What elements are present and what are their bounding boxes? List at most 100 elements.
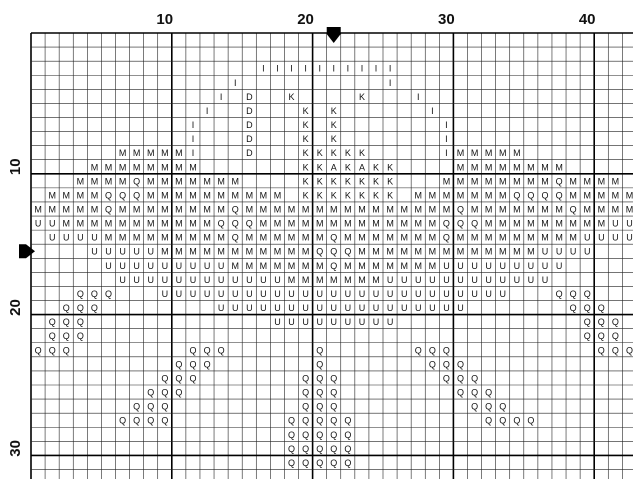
stitch-symbol: M (598, 205, 606, 215)
stitch-symbol: U (485, 289, 492, 299)
stitch-symbol: Q (471, 402, 478, 412)
stitch-symbol: U (331, 303, 338, 313)
stitch-symbol: M (386, 233, 394, 243)
stitch-symbol: Q (302, 430, 309, 440)
stitch-symbol: M (499, 190, 507, 200)
stitch-symbol: Q (246, 219, 253, 229)
column-label: 30 (438, 11, 455, 28)
stitch-symbol: Q (175, 359, 182, 369)
stitch-symbol: M (485, 233, 493, 243)
stitch-symbol: M (161, 247, 169, 257)
stitch-symbol: M (513, 205, 521, 215)
stitch-symbol: Q (316, 444, 323, 454)
stitch-symbol: U (274, 317, 281, 327)
stitch-symbol: I (445, 120, 448, 130)
stitch-symbol: M (246, 205, 254, 215)
stitch-symbol: M (203, 247, 211, 257)
stitch-symbol: Q (302, 373, 309, 383)
stitch-symbol: M (612, 176, 620, 186)
stitch-symbol: M (133, 233, 141, 243)
stitch-symbol: U (204, 261, 211, 271)
stitch-symbol: U (415, 303, 422, 313)
stitch-symbol: Q (330, 416, 337, 426)
stitch-symbol: U (77, 233, 84, 243)
stitch-symbol: M (260, 233, 268, 243)
stitch-symbol: U (316, 317, 323, 327)
stitch-symbol: M (48, 205, 56, 215)
stitch-symbol: I (445, 134, 448, 144)
stitch-symbol: I (192, 134, 195, 144)
stitch-symbol: M (203, 205, 211, 215)
stitch-symbol: M (288, 247, 296, 257)
stitch-symbol: U (218, 261, 225, 271)
stitch-symbol: M (415, 233, 423, 243)
stitch-symbol: M (231, 261, 239, 271)
stitch-symbol: U (246, 303, 253, 313)
stitch-symbol: M (34, 205, 42, 215)
stitch-symbol: Q (77, 303, 84, 313)
stitch-symbol: M (626, 190, 633, 200)
stitch-symbol: I (375, 64, 378, 74)
stitch-symbol: U (316, 303, 323, 313)
stitch-symbol: M (527, 162, 535, 172)
stitch-symbol: Q (133, 176, 140, 186)
stitch-symbol: U (331, 317, 338, 327)
stitch-symbol: I (206, 106, 209, 116)
stitch-symbol: I (262, 64, 265, 74)
stitch-symbol: U (429, 289, 436, 299)
stitch-symbol: M (400, 247, 408, 257)
stitch-symbol: K (359, 148, 365, 158)
stitch-symbol: U (190, 261, 197, 271)
stitch-symbol: U (218, 275, 225, 285)
stitch-symbol: U (148, 261, 155, 271)
stitch-symbol: U (331, 289, 338, 299)
stitch-symbol: K (317, 176, 323, 186)
stitch-symbol: U (232, 303, 239, 313)
stitch-symbol: M (231, 190, 239, 200)
stitch-symbol: Q (584, 317, 591, 327)
stitch-symbol: Q (35, 345, 42, 355)
stitch-symbol: Q (77, 317, 84, 327)
stitch-symbol: U (359, 303, 366, 313)
stitch-symbol: M (457, 233, 465, 243)
stitch-symbol: M (372, 261, 380, 271)
stitch-symbol: Q (330, 430, 337, 440)
stitch-symbol: M (358, 275, 366, 285)
stitch-symbol: K (317, 190, 323, 200)
stitch-symbol: U (204, 275, 211, 285)
stitch-symbol: K (331, 176, 337, 186)
stitch-symbol: K (387, 162, 393, 172)
stitch-symbol: M (189, 233, 197, 243)
stitch-symbol: Q (302, 402, 309, 412)
stitch-symbol: Q (584, 331, 591, 341)
stitch-symbol: M (217, 190, 225, 200)
stitch-symbol: M (231, 176, 239, 186)
stitch-symbol: U (387, 303, 394, 313)
stitch-symbol: M (344, 275, 352, 285)
stitch-symbol: M (288, 261, 296, 271)
stitch-symbol: M (499, 162, 507, 172)
stitch-symbol: M (147, 190, 155, 200)
stitch-symbol: M (457, 190, 465, 200)
stitch-symbol: M (175, 247, 183, 257)
stitch-symbol: Q (288, 458, 295, 468)
stitch-symbol: M (119, 205, 127, 215)
stitch-symbol: M (48, 190, 56, 200)
stitch-symbol: M (372, 233, 380, 243)
stitch-symbol: M (386, 219, 394, 229)
stitch-symbol: Q (63, 345, 70, 355)
stitch-symbol: M (91, 190, 99, 200)
stitch-symbol: M (527, 176, 535, 186)
stitch-symbol: U (204, 289, 211, 299)
stitch-symbol: U (176, 275, 183, 285)
stitch-symbol: K (303, 176, 309, 186)
stitch-symbol: Q (218, 219, 225, 229)
stitch-symbol: U (514, 275, 521, 285)
stitch-symbol: M (583, 190, 591, 200)
stitch-symbol: M (217, 176, 225, 186)
stitch-symbol: I (389, 64, 392, 74)
stitch-symbol: U (542, 247, 549, 257)
stitch-symbol: M (485, 205, 493, 215)
stitch-symbol: M (189, 247, 197, 257)
stitch-symbol: U (443, 275, 450, 285)
